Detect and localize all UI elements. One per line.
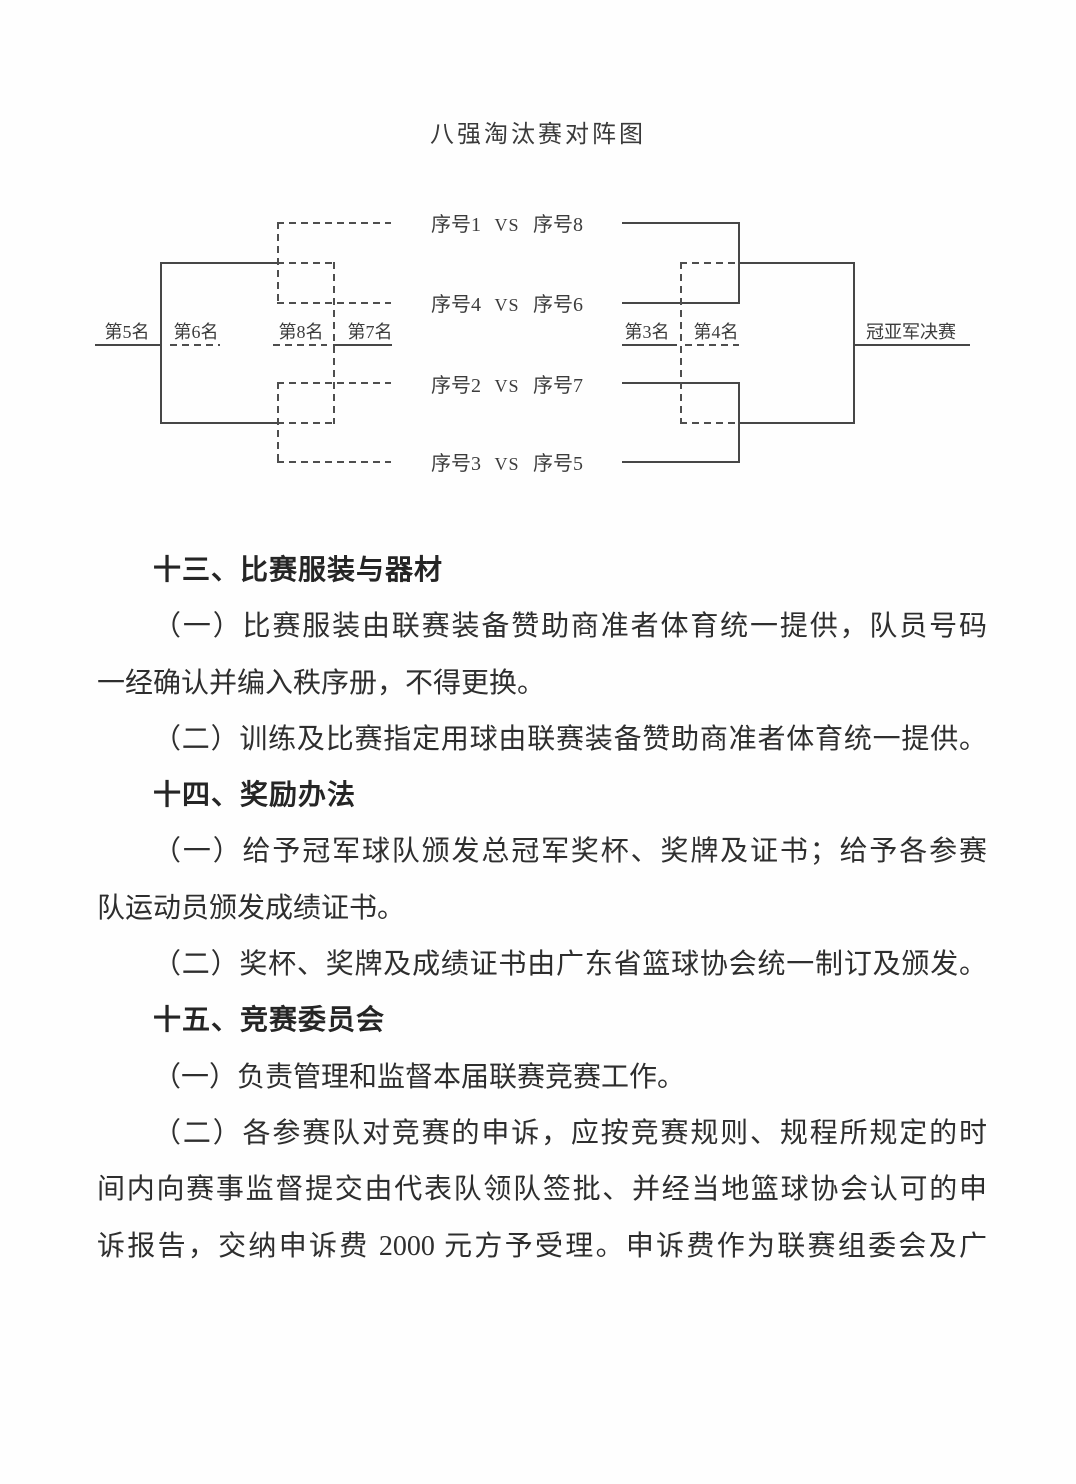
match-home-team: 序号2 <box>431 375 481 397</box>
bracket-dashed-connector-line <box>273 344 327 346</box>
match-away-team: 序号5 <box>532 453 583 475</box>
bracket-dashed-connector-line <box>170 344 220 346</box>
bracket-dashed-connector-line <box>277 382 279 463</box>
paragraph-line: 诉报告，交纳申诉费 2000 元方予受理。申诉费作为联赛组委会及广 <box>97 1230 987 1262</box>
bracket-match-4: 序号3 VS 序号5 <box>431 451 583 477</box>
bracket-match-2: 序号4 VS 序号6 <box>431 292 583 318</box>
bracket-dashed-connector-line <box>277 422 333 424</box>
bracket-solid-connector-line <box>622 222 738 224</box>
bracket-diagram: 第5名 第6名 第8名 第7名 第3名 第4名 冠亚军决赛 序号1 VS 序号8… <box>0 0 1076 520</box>
bracket-title: 八强淘汰赛对阵图 <box>430 122 646 148</box>
place-label-4th: 第4名 <box>693 322 739 342</box>
match-home-team: 序号4 <box>431 294 481 316</box>
paragraph-line: （二）训练及比赛指定用球由联赛装备赞助商准者体育统一提供。 <box>153 723 987 755</box>
bracket-solid-connector-line <box>160 262 278 264</box>
paragraph-line: （一）负责管理和监督本届联赛竞赛工作。 <box>153 1061 686 1093</box>
place-label-8th: 第8名 <box>278 322 324 342</box>
vs-label: VS <box>494 295 520 315</box>
section-heading-13: 十三、比赛服装与器材 <box>153 555 444 586</box>
bracket-dashed-connector-line <box>333 262 335 424</box>
bracket-match-1: 序号1 VS 序号8 <box>431 212 583 238</box>
paragraph-line: （二）奖杯、奖牌及成绩证书由广东省篮球协会统一制订及颁发。 <box>153 949 987 981</box>
bracket-solid-connector-line <box>622 344 677 346</box>
match-away-team: 序号7 <box>532 375 583 397</box>
bracket-solid-connector-line <box>160 422 278 424</box>
bracket-dashed-connector-line <box>685 344 739 346</box>
section-heading-14: 十四、奖励办法 <box>153 780 357 812</box>
match-home-team: 序号3 <box>431 453 481 475</box>
place-label-7th: 第7名 <box>347 322 393 342</box>
vs-label: VS <box>494 215 520 235</box>
match-away-team: 序号6 <box>532 294 583 316</box>
final-match-label: 冠亚军决赛 <box>866 322 956 342</box>
vs-label: VS <box>494 376 520 396</box>
paragraph-line: （二）各参赛队对竞赛的申诉，应按竞赛规则、规程所规定的时 <box>153 1117 987 1149</box>
place-label-6th: 第6名 <box>173 322 219 342</box>
bracket-solid-connector-line <box>95 344 160 346</box>
bracket-dashed-connector-line <box>277 262 333 264</box>
bracket-solid-connector-line <box>738 382 740 463</box>
bracket-solid-connector-line <box>333 344 392 346</box>
place-label-5th: 第5名 <box>104 322 150 342</box>
paragraph-line: 一经确认并编入秩序册，不得更换。 <box>97 667 546 699</box>
bracket-solid-connector-line <box>738 222 740 304</box>
bracket-dashed-connector-line <box>680 262 738 264</box>
paragraph-line: （一）给予冠军球队颁发总冠军奖杯、奖牌及证书；给予各参赛 <box>153 836 987 868</box>
bracket-dashed-connector-line <box>277 222 279 304</box>
bracket-dashed-connector-line <box>277 222 391 224</box>
bracket-solid-connector-line <box>853 344 970 346</box>
bracket-dashed-connector-line <box>680 262 682 424</box>
bracket-solid-connector-line <box>853 262 855 424</box>
bracket-dashed-connector-line <box>680 422 738 424</box>
match-away-team: 序号8 <box>532 214 583 236</box>
bracket-solid-connector-line <box>160 262 162 424</box>
paragraph-line: 间内向赛事监督提交由代表队领队签批、并经当地篮球协会认可的申 <box>97 1174 987 1206</box>
section-heading-15: 十五、竞赛委员会 <box>153 1005 386 1037</box>
paragraph-line: 队运动员颁发成绩证书。 <box>97 892 406 924</box>
document-body: 十三、比赛服装与器材 （一）比赛服装由联赛装备赞助商准者体育统一提供，队员号码 … <box>97 543 987 1275</box>
bracket-dashed-connector-line <box>277 461 391 463</box>
match-home-team: 序号1 <box>431 214 481 236</box>
vs-label: VS <box>494 454 520 474</box>
bracket-solid-connector-line <box>738 262 854 264</box>
bracket-match-3: 序号2 VS 序号7 <box>431 373 583 399</box>
bracket-solid-connector-line <box>738 422 854 424</box>
paragraph-line: （一）比赛服装由联赛装备赞助商准者体育统一提供，队员号码 <box>153 611 987 643</box>
place-label-3rd: 第3名 <box>624 322 670 342</box>
bracket-solid-connector-line <box>622 461 738 463</box>
